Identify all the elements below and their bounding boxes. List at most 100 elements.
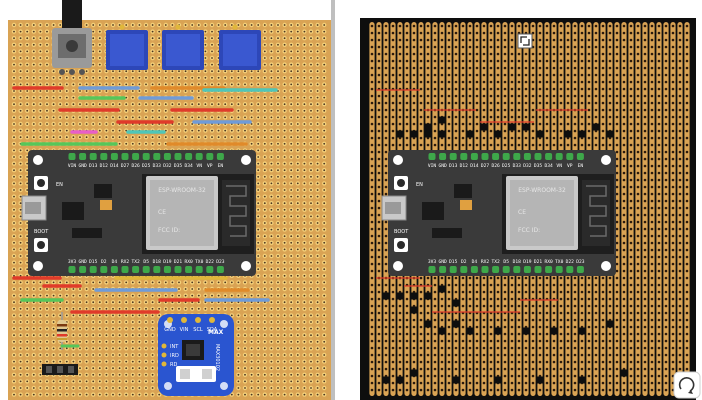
- hole-center: [263, 314, 266, 317]
- hole-center: [277, 255, 279, 257]
- hole-center: [112, 116, 114, 119]
- hole-center: [283, 367, 286, 370]
- hole-center: [98, 24, 101, 26]
- hole-center: [184, 90, 187, 92]
- hole-center: [118, 129, 121, 132]
- hole-center: [145, 83, 147, 86]
- hole-center: [26, 347, 29, 350]
- hole-center: [171, 294, 174, 297]
- hole-center: [283, 354, 286, 356]
- hole-center: [85, 347, 88, 350]
- hole-center: [105, 70, 108, 73]
- hole-center: [237, 294, 240, 297]
- hole-center: [164, 70, 167, 73]
- hole-center: [270, 255, 273, 257]
- hole-center: [138, 314, 141, 317]
- hole-center: [98, 393, 101, 396]
- hole-center: [98, 340, 101, 343]
- hole-center: [46, 334, 48, 337]
- hole-center: [283, 182, 286, 185]
- hole-center: [250, 373, 253, 376]
- hole-center: [125, 340, 128, 343]
- hole-center: [72, 96, 75, 99]
- hole-center: [105, 281, 108, 284]
- hole-center: [277, 109, 279, 112]
- hole-center: [197, 90, 200, 92]
- hole-center: [191, 103, 194, 106]
- hole-center: [52, 123, 55, 125]
- hole-center: [59, 360, 62, 363]
- hole-center: [217, 103, 220, 106]
- hole-center: [79, 294, 81, 297]
- hole-center: [92, 30, 95, 33]
- hole-center: [296, 175, 299, 178]
- hole-center: [125, 327, 128, 330]
- hole-center: [164, 103, 167, 106]
- hole-center: [263, 248, 266, 251]
- hole-center: [151, 24, 154, 26]
- hole-center: [98, 373, 101, 376]
- hole-center: [296, 76, 299, 79]
- hole-center: [204, 43, 207, 46]
- hole-center: [257, 354, 260, 356]
- hole-center: [277, 24, 279, 26]
- hole-center: [39, 380, 42, 383]
- hole-center: [125, 373, 128, 376]
- hole-center: [92, 116, 95, 119]
- hole-center: [270, 314, 273, 317]
- hole-center: [263, 340, 266, 343]
- hole-center: [125, 380, 128, 383]
- hole-center: [296, 149, 299, 152]
- hole-center: [290, 327, 293, 330]
- hole-center: [151, 90, 154, 92]
- hole-center: [290, 294, 293, 297]
- hole-center: [283, 70, 286, 73]
- hole-center: [283, 373, 286, 376]
- hole-center: [19, 228, 22, 231]
- hole-center: [290, 360, 293, 363]
- hole-center: [290, 235, 293, 238]
- hole-center: [270, 360, 273, 363]
- hole-center: [131, 373, 134, 376]
- hole-center: [191, 83, 194, 86]
- hole-center: [263, 50, 266, 53]
- hole-center: [105, 373, 108, 376]
- hole-center: [105, 380, 108, 383]
- hole-center: [244, 360, 246, 363]
- hole-center: [244, 103, 246, 106]
- hole-center: [283, 241, 286, 244]
- hole-center: [105, 123, 108, 125]
- hole-center: [283, 123, 286, 125]
- hole-center: [191, 136, 194, 139]
- hole-center: [151, 83, 154, 86]
- hole-center: [164, 109, 167, 112]
- hole-center: [270, 116, 273, 119]
- hole-center: [290, 142, 293, 145]
- hole-center: [46, 321, 48, 323]
- hole-center: [158, 142, 161, 145]
- hole-center: [98, 321, 101, 323]
- hole-center: [32, 57, 35, 59]
- hole-center: [92, 90, 95, 92]
- hole-center: [72, 393, 75, 396]
- hole-center: [65, 70, 68, 73]
- hole-center: [105, 387, 108, 389]
- hole-center: [197, 96, 200, 99]
- hole-center: [197, 294, 200, 297]
- hole-center: [270, 189, 273, 191]
- hole-center: [98, 294, 101, 297]
- hole-center: [237, 96, 240, 99]
- hole-center: [72, 321, 75, 323]
- hole-center: [105, 393, 108, 396]
- hole-center: [296, 123, 299, 125]
- hole-center: [184, 83, 187, 86]
- hole-center: [59, 387, 62, 389]
- hole-center: [26, 136, 29, 139]
- hole-center: [19, 175, 22, 178]
- hole-center: [105, 76, 108, 79]
- hole-center: [52, 76, 55, 79]
- hole-center: [65, 123, 68, 125]
- hole-center: [283, 301, 286, 304]
- hole-center: [230, 136, 233, 139]
- hole-center: [26, 387, 29, 389]
